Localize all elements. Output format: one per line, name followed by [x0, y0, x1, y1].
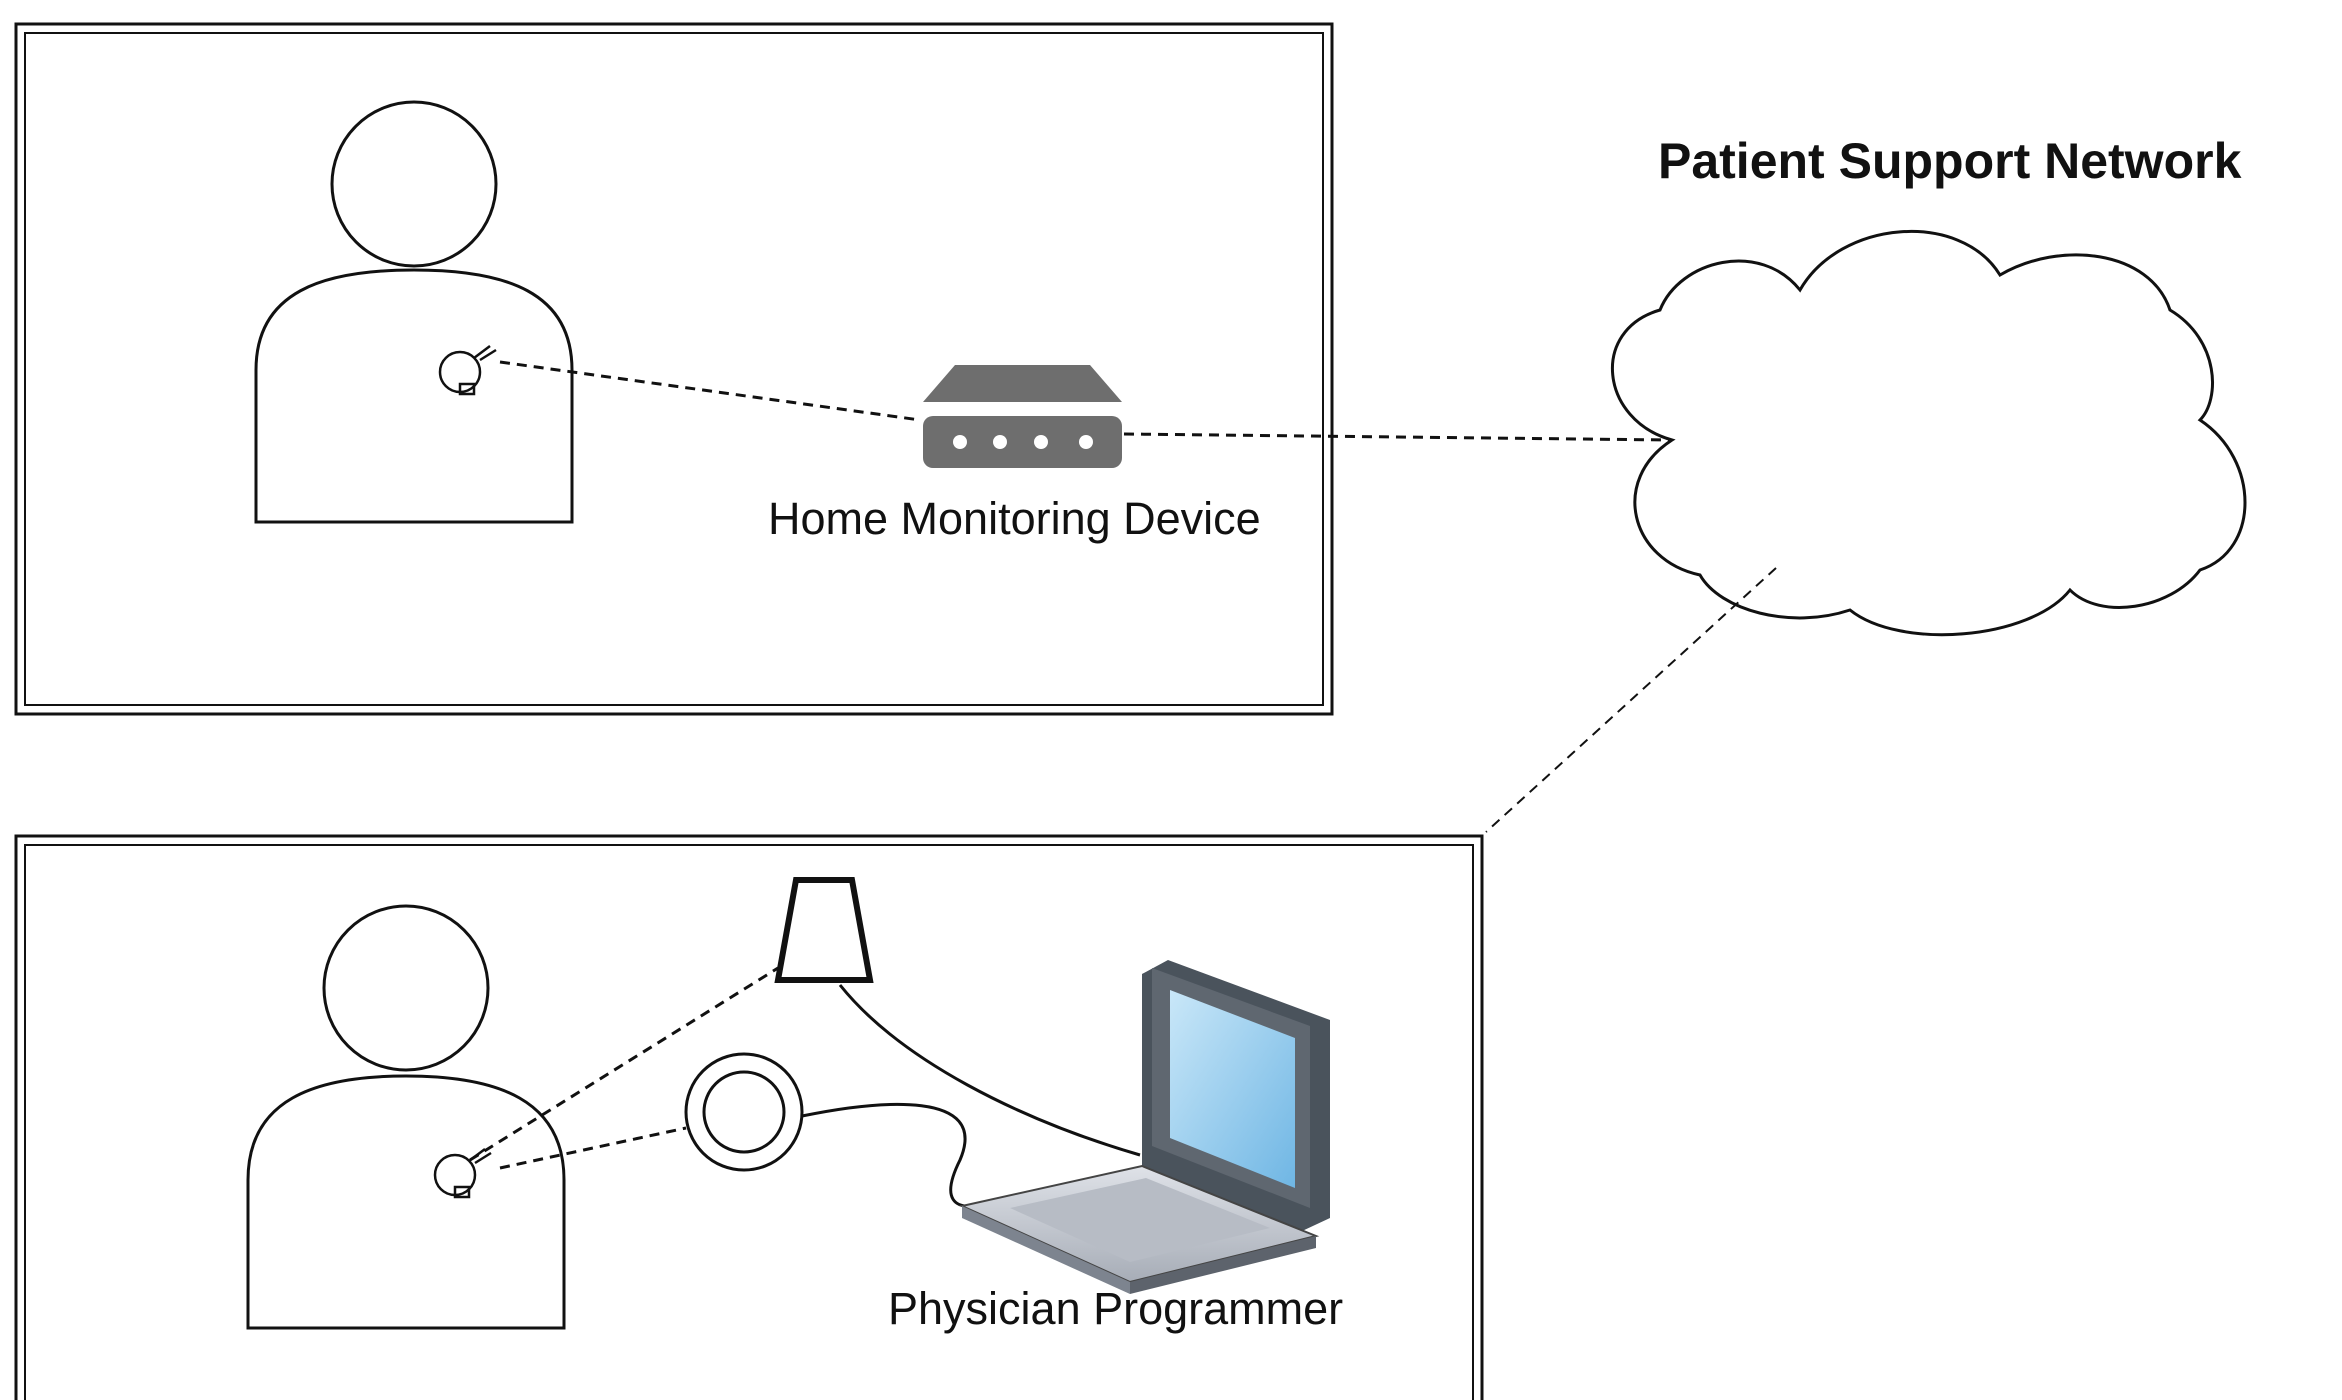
physician-programmer-label: Physician Programmer: [888, 1283, 1344, 1334]
antenna-cable: [838, 984, 1141, 1157]
clinic-patient-figure: [246, 904, 566, 1330]
telemetry-antenna-icon: [774, 877, 874, 983]
home-monitoring-device-label: Home Monitoring Device: [768, 493, 1261, 544]
home-device-to-network-link: [1123, 432, 1673, 442]
physician-programmer-laptop-icon: [958, 960, 1330, 1294]
implant-to-programming-head-link: [499, 1126, 687, 1170]
home-patient-figure: [254, 100, 574, 524]
clinic-setting-frame: [14, 834, 1484, 1400]
implant-to-antenna-link: [469, 966, 779, 1162]
programming-head-icon: [684, 1052, 804, 1172]
implant-to-home-device-link: [499, 360, 921, 422]
home-monitoring-device-icon: [923, 365, 1122, 468]
programming-head-cable: [801, 1102, 981, 1208]
network-title: Patient Support Network: [1658, 133, 2242, 189]
patient-support-network-cloud: [1611, 229, 2247, 637]
home-implant-icon: [438, 345, 497, 396]
home-setting-frame: [14, 22, 1334, 716]
clinic-implant-icon: [433, 1148, 492, 1199]
network-to-clinic-link: [1485, 567, 1777, 833]
